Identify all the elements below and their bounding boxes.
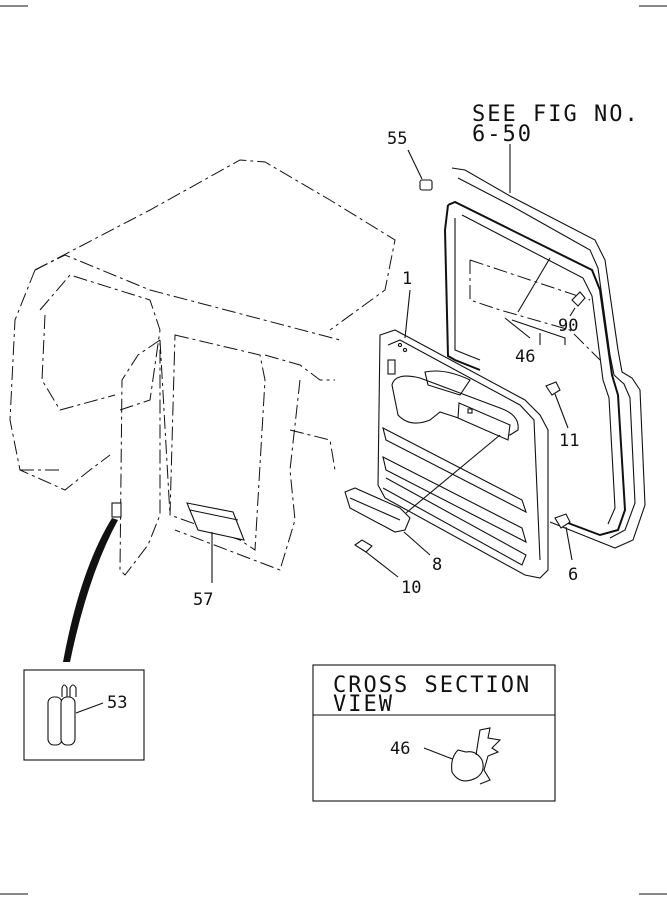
callout-46: 46 xyxy=(515,347,535,367)
callout-8: 8 xyxy=(432,555,442,575)
callout-55: 55 xyxy=(387,129,407,149)
door-check-part xyxy=(111,502,122,518)
callout-11: 11 xyxy=(559,431,579,451)
detail-leader xyxy=(63,518,118,662)
door-frame xyxy=(443,167,646,549)
crop-marks xyxy=(0,5,667,895)
detail-box-53 xyxy=(23,669,145,761)
cross-section-title-line1: CROSS SECTION xyxy=(333,673,531,698)
leader-46-a xyxy=(517,257,551,313)
callout-90: 90 xyxy=(558,316,578,336)
leader-1 xyxy=(404,289,411,339)
part-6-clip xyxy=(554,513,573,561)
part-90-clip xyxy=(569,291,586,317)
door-trim-panel xyxy=(377,329,549,579)
part-55 xyxy=(407,149,433,191)
callout-6: 6 xyxy=(568,565,578,585)
screw-part-10 xyxy=(354,539,399,578)
callout-1: 1 xyxy=(402,269,412,289)
weatherstrip-section-icon xyxy=(423,727,502,785)
armrest-part-8 xyxy=(344,434,501,556)
step-plate xyxy=(186,502,245,541)
see-fig-line1: SEE FIG NO. xyxy=(472,102,640,127)
see-fig-line2: 6-50 xyxy=(472,122,533,147)
leader-46-b xyxy=(504,317,566,345)
callout-53: 53 xyxy=(107,693,127,713)
callout-57: 57 xyxy=(193,590,213,610)
cross-section-box xyxy=(312,664,556,802)
part-11-clip xyxy=(545,381,569,429)
cross-section-title-line2: VIEW xyxy=(333,692,394,717)
cross-section-callout-46: 46 xyxy=(390,739,410,759)
callout-10: 10 xyxy=(401,578,421,598)
cab-door xyxy=(119,339,161,576)
vehicle-cab-outline xyxy=(9,159,396,571)
